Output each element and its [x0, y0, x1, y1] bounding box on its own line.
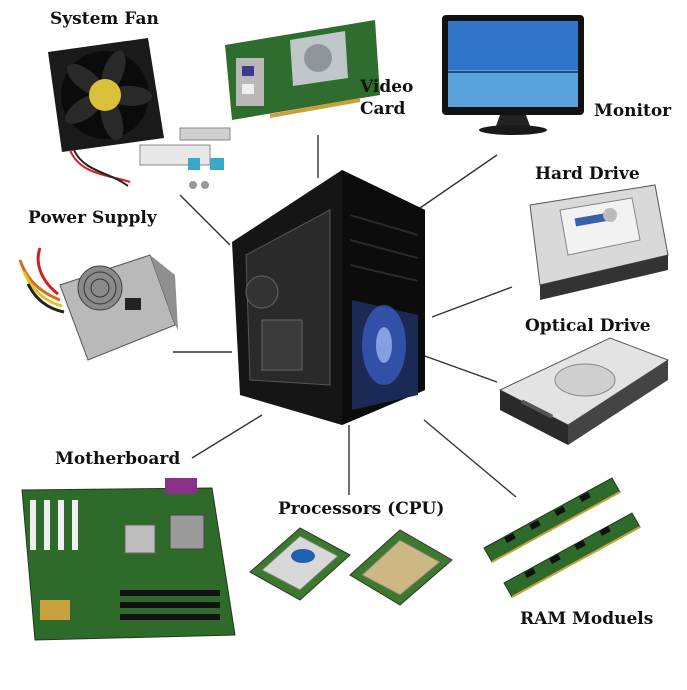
line-monitor: [419, 154, 498, 209]
optical-drive-icon: [498, 337, 670, 445]
label-processors: Processors (CPU): [278, 499, 445, 519]
label-hard-drive: Hard Drive: [535, 164, 640, 184]
motherboard-icon: [21, 478, 236, 641]
hard-drive-icon: [529, 184, 669, 300]
line-optical: [421, 354, 498, 383]
label-power-supply: Power Supply: [28, 208, 157, 228]
label-ram: RAM Moduels: [520, 609, 654, 629]
monitor-icon: [442, 15, 584, 135]
label-video-card-line2: Card: [360, 99, 406, 119]
label-motherboard: Motherboard: [55, 449, 181, 469]
line-motherboard: [191, 414, 263, 459]
connector-lines: [173, 135, 517, 498]
label-monitor: Monitor: [594, 101, 672, 121]
label-system-fan: System Fan: [50, 9, 159, 29]
line-ram: [423, 419, 517, 498]
ram-icon: [483, 477, 641, 598]
label-optical-drive: Optical Drive: [525, 316, 651, 336]
cpu-icon: [249, 527, 453, 606]
label-video-card-line1: Video: [360, 77, 414, 97]
video-card-icon: [225, 20, 380, 120]
computer-case-icon: [232, 170, 425, 425]
system-fan-icon: [48, 38, 231, 189]
power-supply-icon: [18, 247, 178, 361]
line-hdd: [431, 286, 513, 318]
line-fan: [179, 194, 231, 246]
